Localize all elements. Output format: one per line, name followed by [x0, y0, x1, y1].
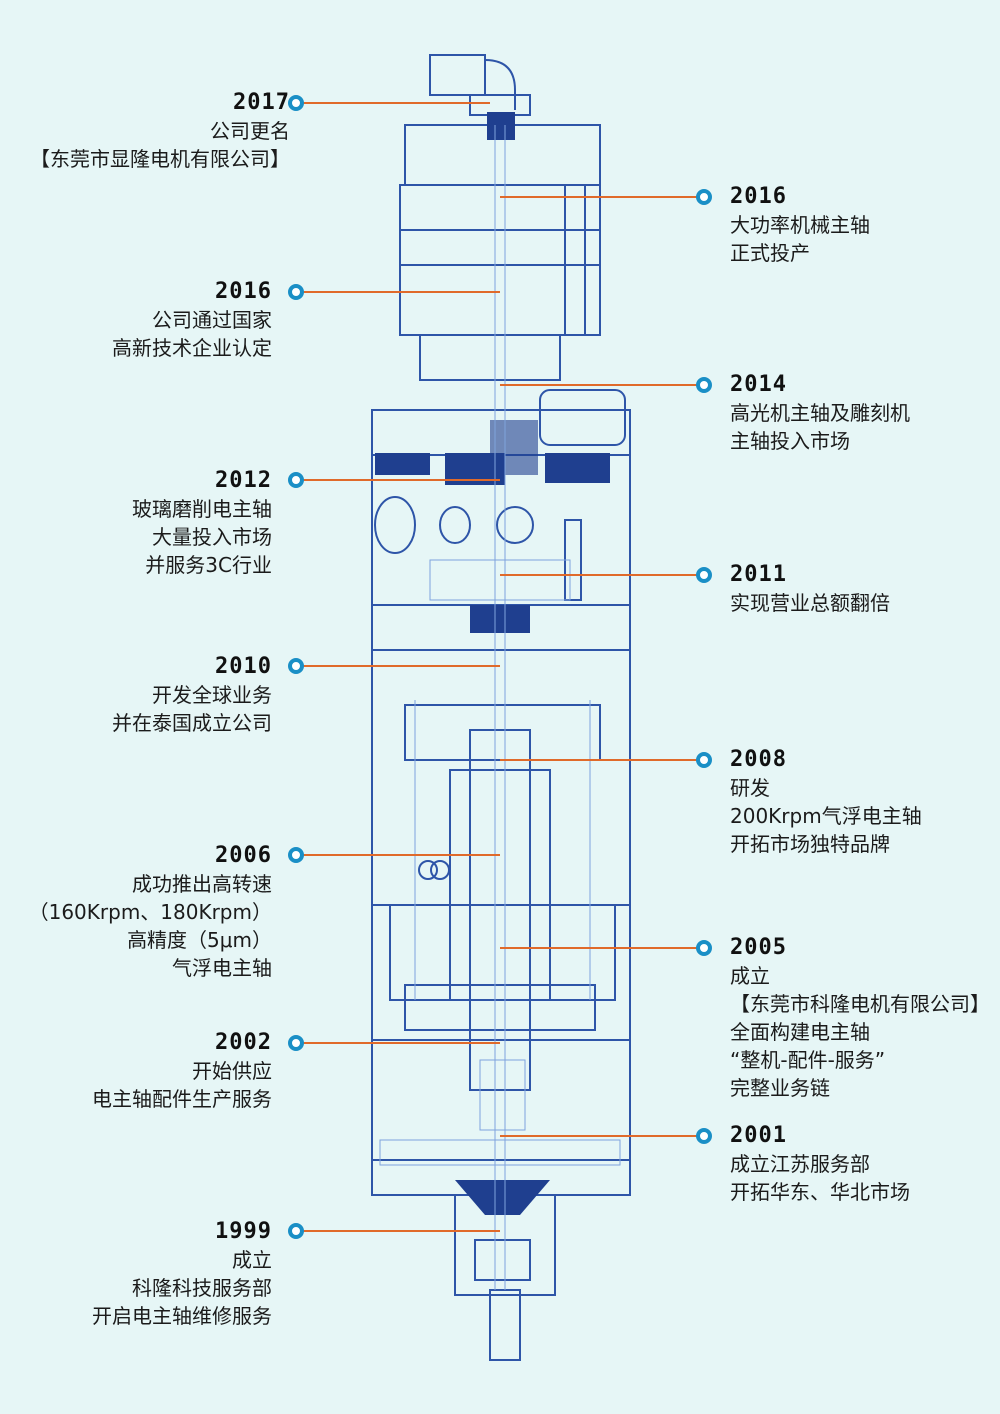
bearing-block [404, 984, 596, 1031]
milestone-2001-right: 2001 成立江苏服务部 开拓华东、华北市场 [730, 1122, 1000, 1206]
milestone-2008-right: 2008 研发 200Krpm气浮电主轴 开拓市场独特品牌 [730, 746, 1000, 858]
milestone-2006-left: 2006 成功推出高转速 （160Krpm、180Krpm） 高精度（5μm） … [0, 842, 272, 982]
milestone-year: 2005 [730, 935, 787, 960]
tool-shaft [489, 1289, 521, 1361]
milestone-text: 研发 200Krpm气浮电主轴 开拓市场独特品牌 [730, 776, 922, 856]
main-body [371, 409, 631, 1196]
lower-shaft-housing [454, 1195, 556, 1296]
inner-stator-top [404, 704, 601, 761]
milestone-text: 成功推出高转速 （160Krpm、180Krpm） 高精度（5μm） 气浮电主轴 [28, 872, 272, 980]
marker-dot [288, 95, 304, 111]
leader-lines-right [500, 196, 697, 1137]
spindle-dark-parts [375, 112, 610, 1215]
milestone-text: 开始供应 电主轴配件生产服务 [92, 1059, 272, 1111]
marker-dot [696, 189, 712, 205]
marker-dot [288, 1223, 304, 1239]
marker-dot [288, 284, 304, 300]
milestone-2017-left: 2017 公司更名 【东莞市显隆电机有限公司】 [0, 89, 290, 173]
milestone-2012-left: 2012 玻璃磨削电主轴 大量投入市场 并服务3C行业 [0, 467, 272, 579]
milestone-2014-right: 2014 高光机主轴及雕刻机 主轴投入市场 [730, 371, 1000, 455]
milestone-year: 2008 [730, 747, 787, 772]
milestone-2002-left: 2002 开始供应 电主轴配件生产服务 [0, 1029, 272, 1113]
milestone-2016-right: 2016 大功率机械主轴 正式投产 [730, 183, 1000, 267]
milestone-text: 大功率机械主轴 正式投产 [730, 213, 870, 265]
milestone-year: 2011 [730, 562, 787, 587]
milestone-text: 公司更名 【东莞市显隆电机有限公司】 [30, 119, 290, 171]
milestone-year: 2006 [215, 843, 272, 868]
milestone-text: 成立 科隆科技服务部 开启电主轴维修服务 [92, 1248, 272, 1328]
milestone-1999-left: 1999 成立 科隆科技服务部 开启电主轴维修服务 [0, 1218, 272, 1330]
spindle-detail-lines [379, 125, 621, 1290]
milestone-2016-left: 2016 公司通过国家 高新技术企业认定 [0, 278, 272, 362]
top-connector [429, 54, 486, 96]
marker-dot [696, 1128, 712, 1144]
marker-dot [288, 847, 304, 863]
cable-elbow [484, 59, 516, 110]
milestone-text: 公司通过国家 高新技术企业认定 [112, 308, 272, 360]
mechanical-head [399, 184, 601, 336]
milestone-year: 2002 [215, 1030, 272, 1055]
side-motor [539, 389, 626, 446]
lens-part [374, 496, 416, 554]
milestone-year: 2017 [233, 90, 290, 115]
marker-dot [696, 752, 712, 768]
milestone-2010-left: 2010 开发全球业务 并在泰国成立公司 [0, 653, 272, 737]
milestone-year: 2012 [215, 468, 272, 493]
timeline-markers [288, 95, 712, 1239]
spindle-outline [371, 54, 631, 1361]
marker-dot [696, 377, 712, 393]
milestone-text: 成立江苏服务部 开拓华东、华北市场 [730, 1152, 910, 1204]
milestone-text: 高光机主轴及雕刻机 主轴投入市场 [730, 401, 910, 453]
leader-lines-left [303, 102, 500, 1232]
milestone-year: 1999 [215, 1219, 272, 1244]
milestone-text: 实现营业总额翻倍 [730, 591, 890, 615]
milestone-2011-right: 2011 实现营业总额翻倍 [730, 561, 1000, 617]
milestone-year: 2001 [730, 1123, 787, 1148]
milestone-year: 2014 [730, 372, 787, 397]
marker-dot [288, 1035, 304, 1051]
marker-dot [288, 658, 304, 674]
milestone-2005-right: 2005 成立 【东莞市科隆电机有限公司】 全面构建电主轴 “整机-配件-服务”… [650, 934, 990, 1102]
milestone-text: 成立 【东莞市科隆电机有限公司】 全面构建电主轴 “整机-配件-服务” 完整业务… [730, 964, 990, 1100]
rotor [449, 769, 551, 1001]
marker-dot [696, 567, 712, 583]
milestone-text: 开发全球业务 并在泰国成立公司 [112, 683, 272, 735]
milestone-year: 2016 [730, 184, 787, 209]
bearing-cone [455, 1180, 550, 1215]
milestone-text: 玻璃磨削电主轴 大量投入市场 并服务3C行业 [132, 497, 272, 577]
milestone-year: 2010 [215, 654, 272, 679]
milestone-year: 2016 [215, 279, 272, 304]
marker-dot [288, 472, 304, 488]
marker-dot [696, 940, 712, 956]
